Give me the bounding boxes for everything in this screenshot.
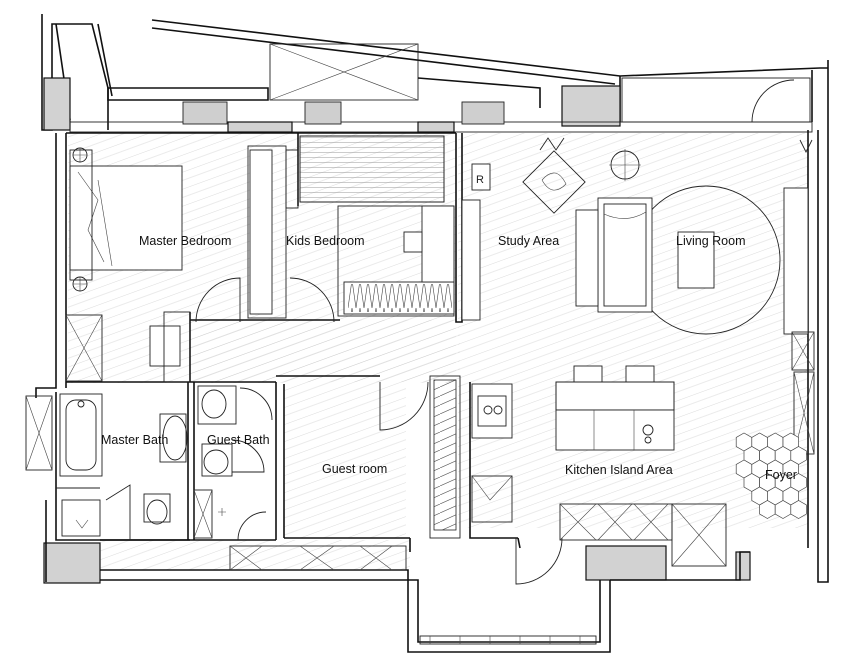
balcony-structure (41, 14, 828, 131)
label-kids-bedroom: Kids Bedroom (286, 234, 365, 248)
label-study-area: Study Area (498, 234, 559, 248)
label-master-bedroom: Master Bedroom (139, 234, 231, 248)
structural-pillars (43, 77, 751, 584)
bathroom-fixtures (25, 385, 237, 539)
label-guest-room: Guest room (322, 462, 387, 476)
label-kitchen-island-area: Kitchen Island Area (565, 463, 673, 477)
outlet-mark: R (476, 174, 484, 186)
label-master-bath: Master Bath (101, 433, 168, 447)
room-labels: Master Bedroom Kids Bedroom Study Area L… (101, 234, 797, 482)
label-foyer: Foyer (765, 468, 797, 482)
foyer-hex-tiles (735, 432, 807, 519)
study-living-furniture: R (471, 137, 815, 455)
master-bedroom-furniture (65, 147, 191, 383)
south-windows (229, 545, 597, 645)
kitchen-furniture (429, 365, 727, 567)
door-swings (105, 277, 563, 585)
label-living-room: Living Room (676, 234, 745, 248)
kids-bedroom-furniture (247, 135, 481, 321)
label-guest-bath: Guest Bath (207, 433, 270, 447)
window-band (69, 101, 813, 133)
foyer-tile (790, 500, 807, 519)
